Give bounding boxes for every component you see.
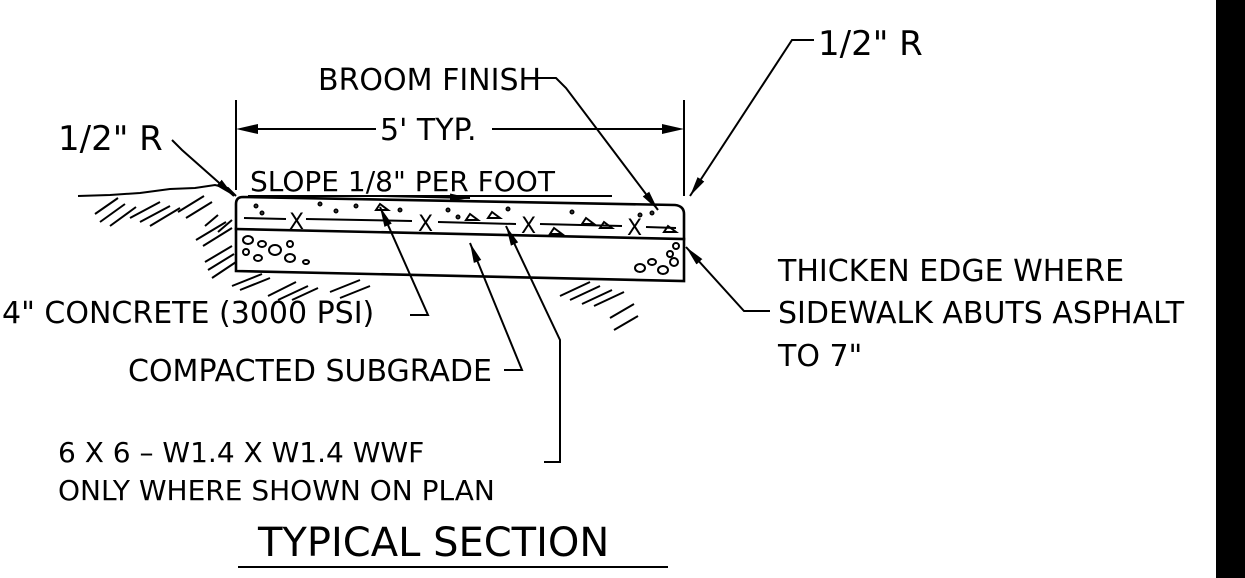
broom-finish-label: BROOM FINISH <box>318 63 541 98</box>
thicken-leader <box>685 246 770 312</box>
mesh-marker-3: X <box>521 214 536 239</box>
subgrade-label: COMPACTED SUBGRADE <box>128 354 492 389</box>
mesh-marker-1: X <box>289 210 304 235</box>
radius-left-leader <box>171 139 235 197</box>
section-title: TYPICAL SECTION <box>257 520 609 566</box>
concrete-label: 4" CONCRETE (3000 PSI) <box>2 296 374 331</box>
concrete-slab-outline <box>234 195 686 283</box>
concrete-aggregate <box>253 201 679 235</box>
slope-label: SLOPE 1/8" PER FOOT <box>250 165 556 198</box>
width-label: 5' TYP. <box>380 113 476 148</box>
thicken-label-line1: THICKEN EDGE WHERE <box>777 254 1124 289</box>
radius-right-leader <box>689 39 814 197</box>
border-tick <box>1232 285 1245 299</box>
concrete-leader <box>379 206 430 316</box>
existing-ground-line <box>77 183 237 197</box>
earth-hatching <box>94 195 639 331</box>
radius-right-label: 1/2" R <box>818 24 923 64</box>
wwf-label-line2: ONLY WHERE SHOWN ON PLAN <box>58 474 495 507</box>
mesh-marker-4: X <box>627 216 642 241</box>
width-dimension <box>235 100 685 196</box>
thicken-label-line3: TO 7" <box>777 339 862 374</box>
radius-left-label: 1/2" R <box>58 119 163 159</box>
mesh-marker-2: X <box>418 212 433 237</box>
subgrade-gravel <box>242 235 680 275</box>
slab-division-line <box>234 227 686 241</box>
wwf-label-line1: 6 X 6 – W1.4 X W1.4 WWF <box>58 436 424 469</box>
wwf-leader <box>505 225 561 463</box>
broom-finish-leader <box>536 77 659 211</box>
subgrade-leader <box>469 242 524 371</box>
thicken-label-line2: SIDEWALK ABUTS ASPHALT <box>778 296 1185 331</box>
